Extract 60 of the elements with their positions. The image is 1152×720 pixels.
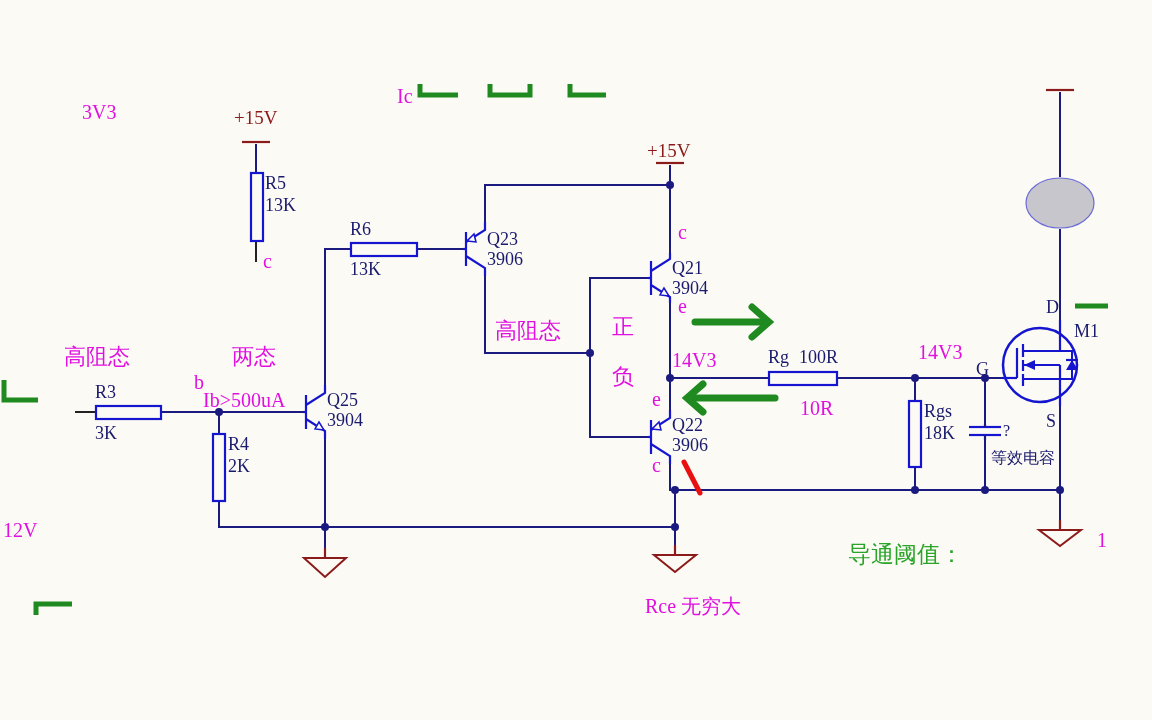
value-label: 13K bbox=[265, 196, 296, 214]
annotation-text: c bbox=[652, 455, 661, 475]
wire bbox=[1059, 405, 1061, 521]
wire bbox=[1059, 91, 1061, 178]
designator-label: Q23 bbox=[487, 230, 518, 248]
designator-label: R3 bbox=[95, 383, 116, 401]
value-label: 2K bbox=[228, 457, 250, 475]
wire bbox=[324, 248, 351, 386]
wire bbox=[484, 275, 649, 438]
designator-label: Q21 bbox=[672, 259, 703, 277]
annotation-text: 10R bbox=[800, 398, 834, 418]
annotation-text: 高阻态 bbox=[64, 346, 130, 368]
annotation-text: 导通阈值： bbox=[848, 543, 963, 566]
pin-label: S bbox=[1046, 412, 1056, 430]
designator-label: Rg bbox=[768, 348, 789, 366]
designator-label: Q25 bbox=[327, 391, 358, 409]
component-note: 等效电容 bbox=[991, 450, 1055, 466]
value-label: 13K bbox=[350, 260, 381, 278]
annotation-text: Rce 无穷大 bbox=[645, 596, 742, 616]
designator-label: ? bbox=[1003, 423, 1011, 439]
voltage-label: +15V bbox=[647, 141, 691, 160]
value-label: 3904 bbox=[327, 411, 363, 429]
value-label: 3K bbox=[95, 424, 117, 442]
value-label: 3906 bbox=[672, 436, 708, 454]
designator-label: Rgs bbox=[924, 402, 952, 420]
value-label: 18K bbox=[924, 424, 955, 442]
annotation-text: Ib>500uA bbox=[203, 390, 286, 410]
annotation-text: 两态 bbox=[232, 346, 276, 368]
designator-label: Q22 bbox=[672, 416, 703, 434]
wire bbox=[669, 377, 769, 411]
annotation-text: 正 bbox=[612, 316, 634, 338]
value-label: 3904 bbox=[672, 279, 708, 297]
annotation-text: e bbox=[652, 389, 661, 409]
pin-label: G bbox=[976, 360, 989, 378]
value-label: 100R bbox=[799, 348, 838, 366]
annotation-text: 负 bbox=[612, 366, 634, 388]
wire bbox=[837, 377, 1003, 379]
annotation-text: 1 bbox=[1097, 530, 1107, 550]
wire bbox=[255, 143, 257, 173]
wire bbox=[161, 411, 220, 434]
designator-label: R5 bbox=[265, 174, 286, 192]
annotation-text: 12V bbox=[3, 520, 38, 540]
annotation-text: 14V3 bbox=[672, 350, 717, 370]
wire bbox=[669, 164, 671, 254]
annotation-text: c bbox=[263, 251, 272, 271]
value-label: 3906 bbox=[487, 250, 523, 268]
designator-label: R6 bbox=[350, 220, 371, 238]
designator-label: M1 bbox=[1074, 322, 1099, 340]
pin-label: D bbox=[1046, 298, 1059, 316]
annotation-text: b bbox=[194, 372, 204, 392]
annotation-text: e bbox=[678, 296, 687, 316]
wire bbox=[1059, 228, 1061, 321]
wire bbox=[417, 248, 464, 250]
annotation-text: 14V3 bbox=[918, 342, 963, 362]
annotation-text: 3V3 bbox=[82, 102, 117, 122]
designator-label: R4 bbox=[228, 435, 249, 453]
annotation-text: Ic bbox=[397, 86, 413, 106]
annotation-text: 高阻态 bbox=[495, 320, 561, 342]
voltage-label: +15V bbox=[234, 108, 278, 127]
annotation-text: c bbox=[678, 222, 687, 242]
